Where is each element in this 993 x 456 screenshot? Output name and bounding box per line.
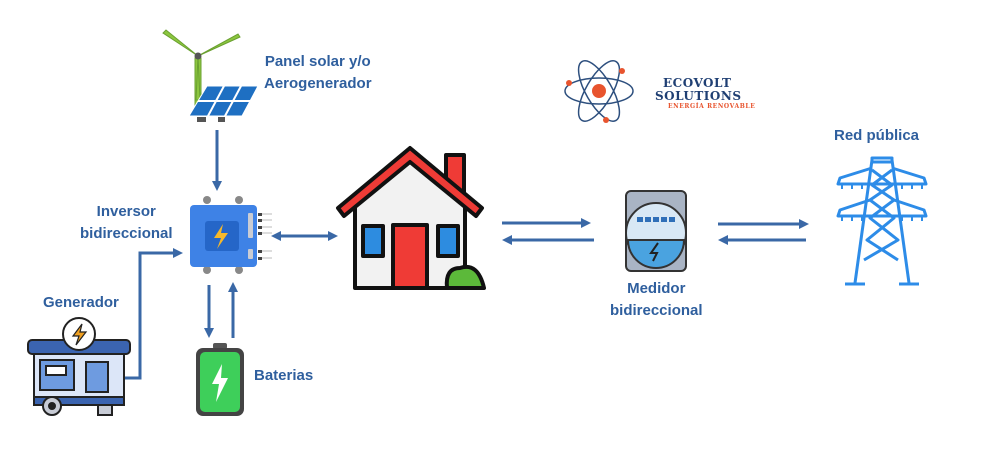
wind-turbine-solar-panel-icon (162, 29, 259, 122)
logo-name-line2: SOLUTIONS (655, 89, 742, 103)
logo-name-line1: ECOVOLT (663, 76, 732, 90)
renewable-label-line1: Panel solar y/o (264, 53, 371, 70)
batteries-label: Baterias (254, 367, 314, 384)
generator-icon (27, 317, 131, 416)
inverter-label-line1: Inversor (96, 203, 156, 220)
inverter-icon (190, 196, 272, 274)
grid-label: Red pública (834, 127, 920, 144)
electric-meter-icon (625, 190, 687, 272)
power-tower-icon (836, 156, 928, 286)
meter-label: Medidor bidireccional (610, 278, 703, 322)
renewable-label: Panel solar y/o Aerogenerador (264, 51, 372, 95)
logo-tagline: ENERGÍA RENOVABLE (668, 103, 756, 110)
battery-icon (196, 343, 244, 416)
house-icon (336, 146, 486, 290)
meter-label-line1: Medidor (627, 280, 686, 297)
inverter-label-line2: bidireccional (80, 225, 173, 242)
inverter-label: Inversor bidireccional (80, 201, 173, 245)
arrow-generator-to-inverter (125, 248, 183, 380)
renewable-label-line2: Aerogenerador (264, 75, 372, 92)
generator-label: Generador (43, 294, 119, 311)
meter-label-line2: bidireccional (610, 302, 703, 319)
atom-logo-icon (564, 60, 634, 123)
